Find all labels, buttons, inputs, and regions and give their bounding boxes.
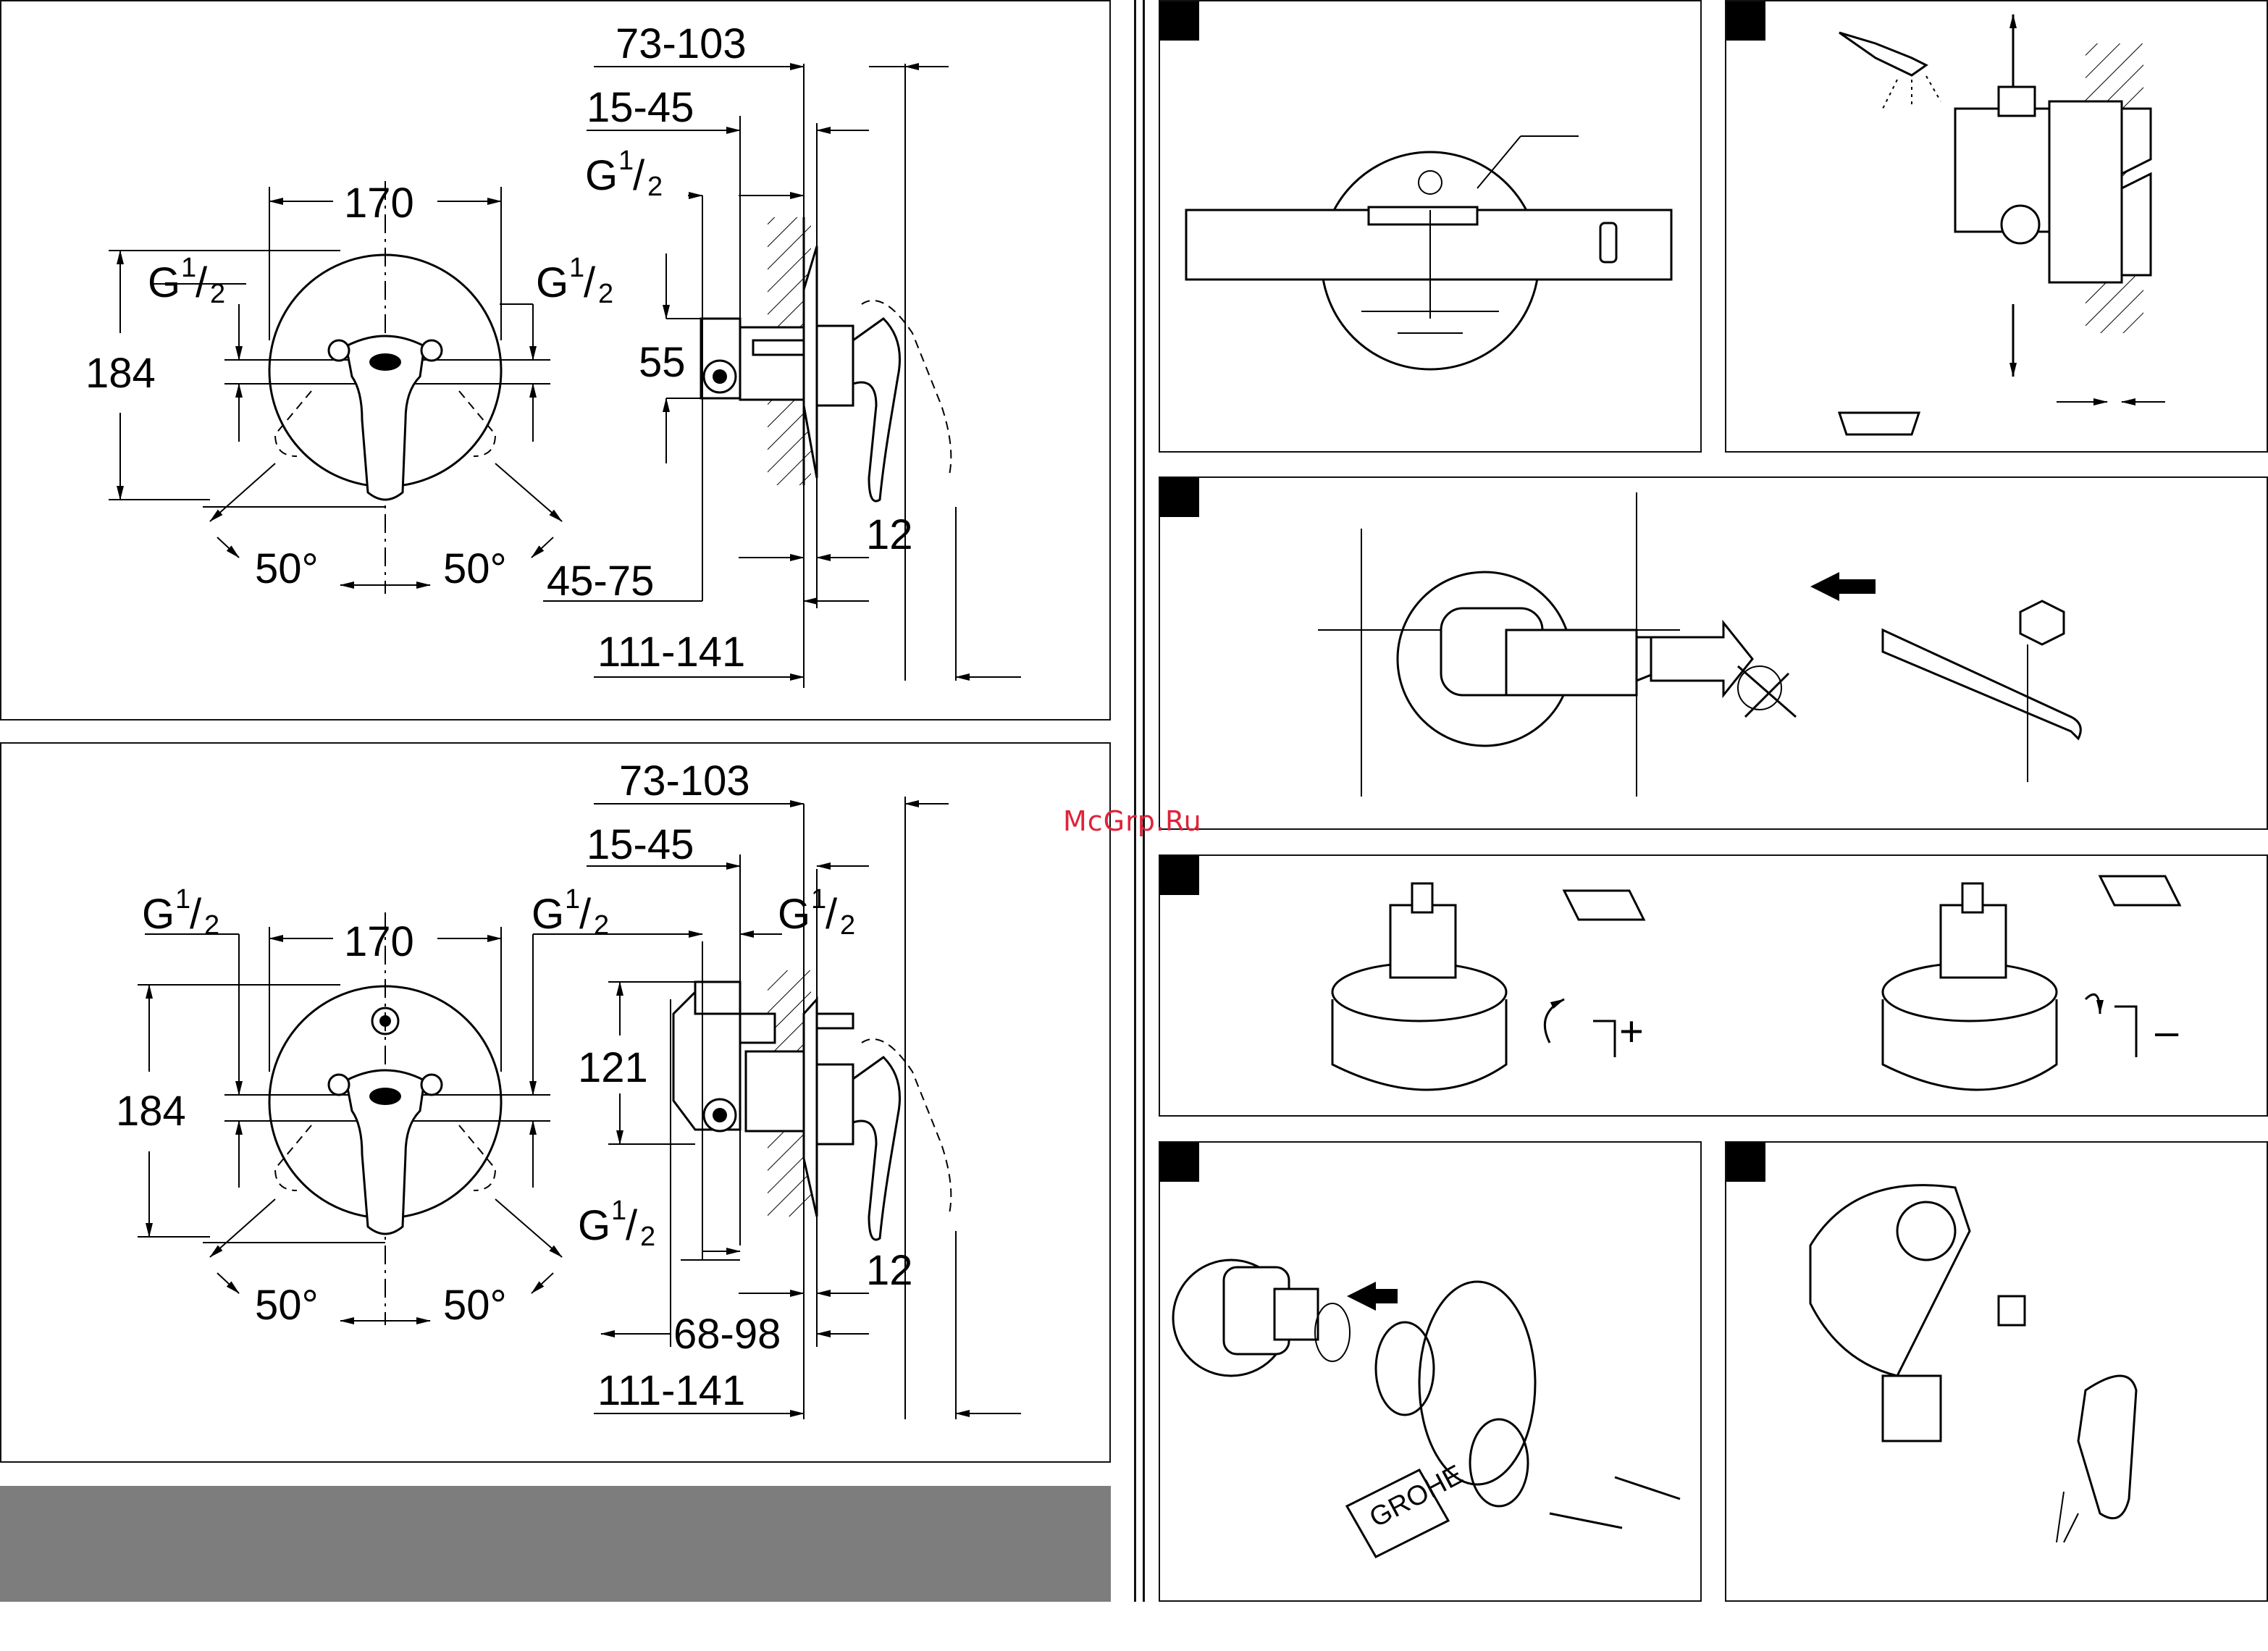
top-dim-184: 184 (85, 350, 156, 397)
bottom-thread-right-slash: / (579, 891, 592, 938)
bottom-thread-side-low-num: 1 (611, 1196, 626, 1226)
top-thread-side-den: 2 (647, 172, 663, 202)
top-thread-left-g: G (148, 259, 180, 306)
bottom-thread-side-top-num: 1 (811, 884, 826, 915)
top-thread-right-slash: / (584, 259, 596, 306)
bottom-dim-184: 184 (116, 1088, 186, 1135)
top-thread-side-g: G (585, 152, 618, 199)
top-dim-111-141: 111-141 (597, 629, 745, 676)
top-thread-right-num: 1 (569, 253, 584, 283)
step4-plus-sign: + (1619, 1008, 1644, 1055)
bottom-dim-12: 12 (866, 1247, 913, 1294)
top-dim-15-45: 15-45 (587, 84, 694, 131)
top-thread-left-num: 1 (181, 253, 196, 283)
bottom-thread-left-slash: / (190, 891, 202, 938)
bottom-thread-side-low-g: G (578, 1202, 610, 1249)
top-angle-left: 50° (255, 545, 319, 592)
bottom-thread-side-top-g: G (778, 891, 810, 938)
top-thread-left-den: 2 (210, 279, 225, 309)
top-thread-side-slash: / (633, 152, 645, 199)
top-dim-55: 55 (639, 339, 686, 386)
bottom-thread-side-low-slash: / (626, 1202, 638, 1249)
bottom-thread-right-den: 2 (594, 910, 609, 941)
bottom-thread-right-num: 1 (565, 884, 580, 915)
bottom-thread-side-top-slash: / (826, 891, 838, 938)
bottom-dim-111-141: 111-141 (597, 1367, 745, 1414)
bottom-angle-right: 50° (443, 1282, 507, 1329)
bottom-dim-15-45: 15-45 (587, 821, 694, 868)
bottom-dim-73-103: 73-103 (619, 757, 750, 805)
bottom-thread-side-top-den: 2 (840, 910, 855, 941)
top-thread-left-slash: / (196, 259, 208, 306)
step4-minus-sign: – (2155, 1008, 2179, 1055)
bottom-thread-left-g: G (142, 891, 175, 938)
bottom-thread-left-num: 1 (175, 884, 190, 915)
bottom-dim-121: 121 (578, 1044, 648, 1091)
top-angle-right: 50° (443, 545, 507, 592)
bottom-angle-left: 50° (255, 1282, 319, 1329)
bottom-dim-170: 170 (344, 918, 414, 965)
bottom-dim-68-98: 68-98 (673, 1311, 781, 1358)
top-dim-170: 170 (344, 180, 414, 227)
top-dim-45-75: 45-75 (547, 558, 654, 605)
top-thread-right-g: G (536, 259, 568, 306)
bottom-thread-left-den: 2 (204, 910, 219, 941)
bottom-thread-side-low-den: 2 (640, 1222, 655, 1252)
top-thread-right-den: 2 (598, 279, 613, 309)
top-dim-73-103: 73-103 (616, 20, 747, 67)
bottom-thread-right-g: G (532, 891, 564, 938)
top-thread-side-num: 1 (618, 146, 634, 176)
top-dim-12: 12 (866, 511, 913, 558)
